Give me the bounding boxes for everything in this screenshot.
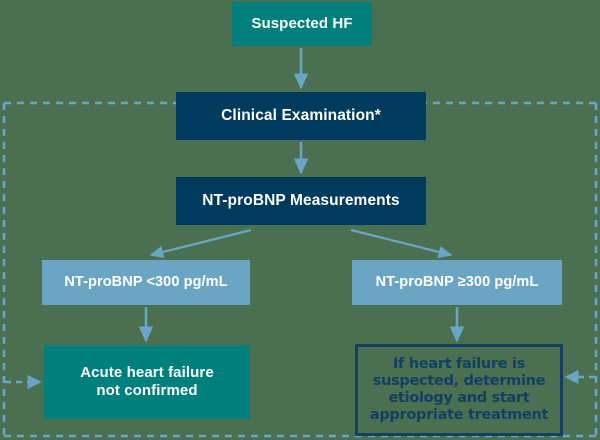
node-determine-etiology[interactable]: If heart failure is suspected, determine… (355, 344, 563, 436)
node-suspected-hf-label: Suspected HF (251, 14, 353, 32)
not-confirmed-line-2: not confirmed (96, 382, 198, 399)
node-clinical-examination[interactable]: Clinical Examination* (176, 92, 426, 140)
determine-line-3: etiology and start (388, 390, 530, 406)
node-ntprobnp-low[interactable]: NT-proBNP <300 pg/mL (42, 260, 250, 305)
node-ntprobnp-high[interactable]: NT-proBNP ≥300 pg/mL (352, 260, 562, 305)
node-acute-heart-failure-not-confirmed[interactable]: Acute heart failure not confirmed (44, 345, 250, 419)
node-not-confirmed-label: Acute heart failure not confirmed (80, 364, 214, 401)
edge-ntprobnp-to-high (350, 228, 453, 258)
node-ntprobnp-measurements[interactable]: NT-proBNP Measurements (176, 177, 426, 225)
node-ntprobnp-high-label: NT-proBNP ≥300 pg/mL (375, 273, 539, 290)
not-confirmed-line-1: Acute heart failure (80, 363, 214, 381)
node-suspected-hf[interactable]: Suspected HF (232, 2, 372, 46)
determine-line-1: If heart failure is (392, 355, 526, 372)
determine-line-2: suspected, determine (372, 372, 546, 389)
node-determine-etiology-label: If heart failure is suspected, determine… (369, 355, 549, 424)
node-ntprobnp-measurements-label: NT-proBNP Measurements (202, 191, 400, 209)
determine-line-4: appropriate treatment (369, 407, 549, 424)
node-clinical-examination-label: Clinical Examination* (221, 106, 381, 124)
edge-ntprobnp-to-low (149, 228, 252, 258)
node-ntprobnp-low-label: NT-proBNP <300 pg/mL (64, 273, 228, 290)
